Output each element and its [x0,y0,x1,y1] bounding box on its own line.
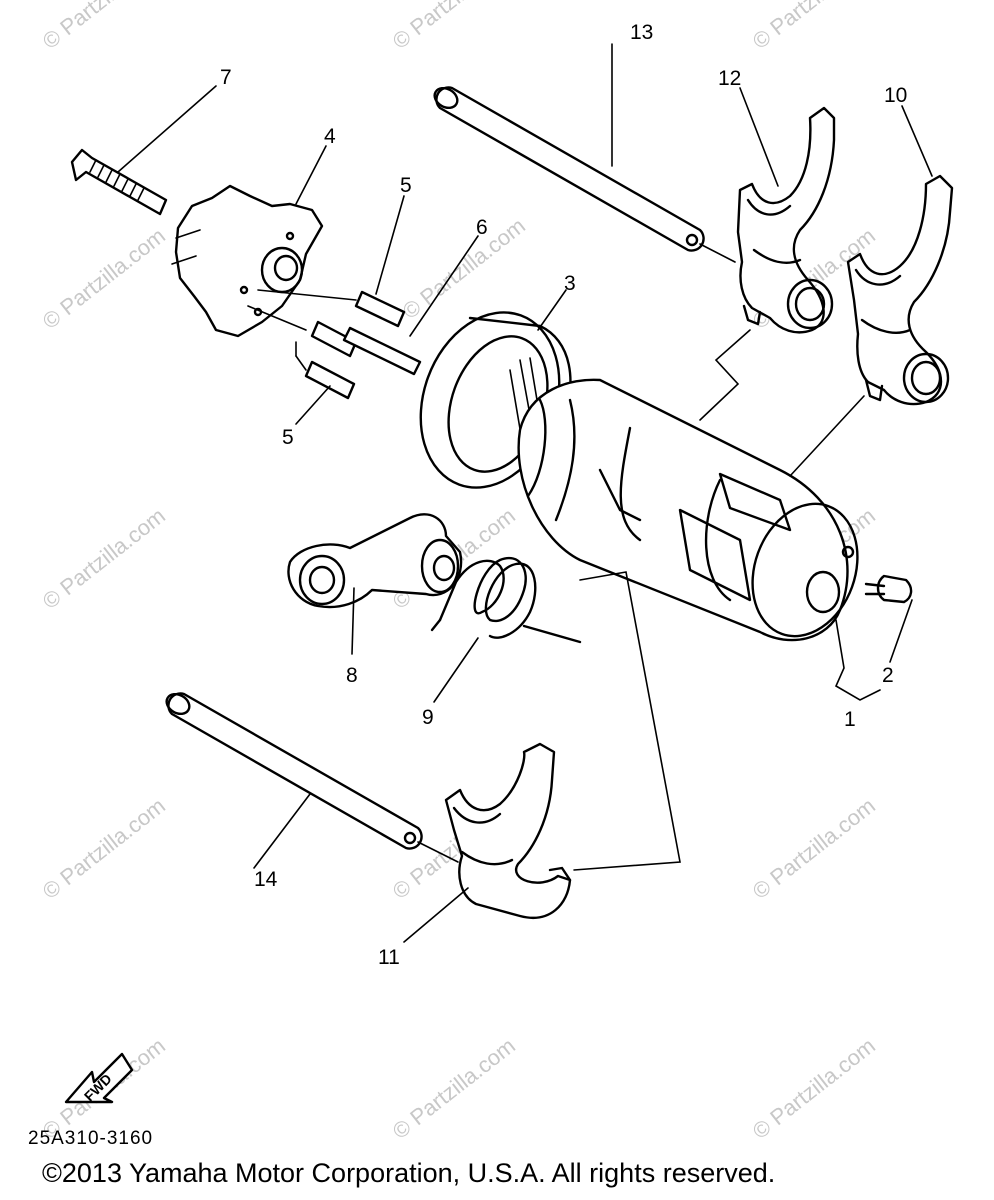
watermark: © Partzilla.com [388,0,520,54]
leader-lines [117,43,933,943]
shift-fork-10 [846,174,954,406]
label-part-3: 3 [564,272,576,295]
label-part-6: 6 [476,216,488,239]
label-part-5-upper: 5 [400,174,412,197]
part-number-labels: 1 2 3 4 5 5 6 7 8 9 10 11 12 13 14 [220,21,907,969]
label-part-1: 1 [844,708,856,731]
label-part-9: 9 [422,706,434,729]
label-part-7: 7 [220,66,232,89]
label-part-5-lower: 5 [282,426,294,449]
label-part-4: 4 [324,125,336,148]
shaft-13 [433,86,736,263]
diagram-code: 25A310-3160 [28,1128,154,1149]
watermark: © Partzilla.com [38,503,170,614]
label-part-14: 14 [254,868,278,891]
label-part-8: 8 [346,664,358,687]
bolt-7 [70,148,168,216]
copyright-notice: ©2013 Yamaha Motor Corporation, U.S.A. A… [42,1158,776,1188]
fwd-arrow-icon: FWD [64,1052,134,1104]
screw-2 [864,574,913,604]
shaft-14 [165,692,459,863]
watermark: © Partzilla.com [748,1033,880,1144]
pins-5-6 [247,289,422,400]
shift-drum-1 [517,378,859,642]
spring-9 [430,556,582,644]
label-part-2: 2 [882,664,894,687]
watermark: © Partzilla.com [38,0,170,54]
watermark: © Partzilla.com [748,793,880,904]
watermark: © Partzilla.com [398,213,530,324]
lever-8 [287,513,463,609]
watermark: © Partzilla.com [388,1033,520,1144]
shift-fork-11 [444,742,572,919]
segment-4 [171,184,324,338]
label-part-11: 11 [378,946,400,969]
shift-fork-12 [736,106,836,334]
watermark: © Partzilla.com [38,793,170,904]
label-part-13: 13 [630,21,653,44]
label-part-10: 10 [884,84,907,107]
watermark: © Partzilla.com [748,0,880,54]
label-part-12: 12 [718,67,741,90]
watermark: © Partzilla.com [38,223,170,334]
